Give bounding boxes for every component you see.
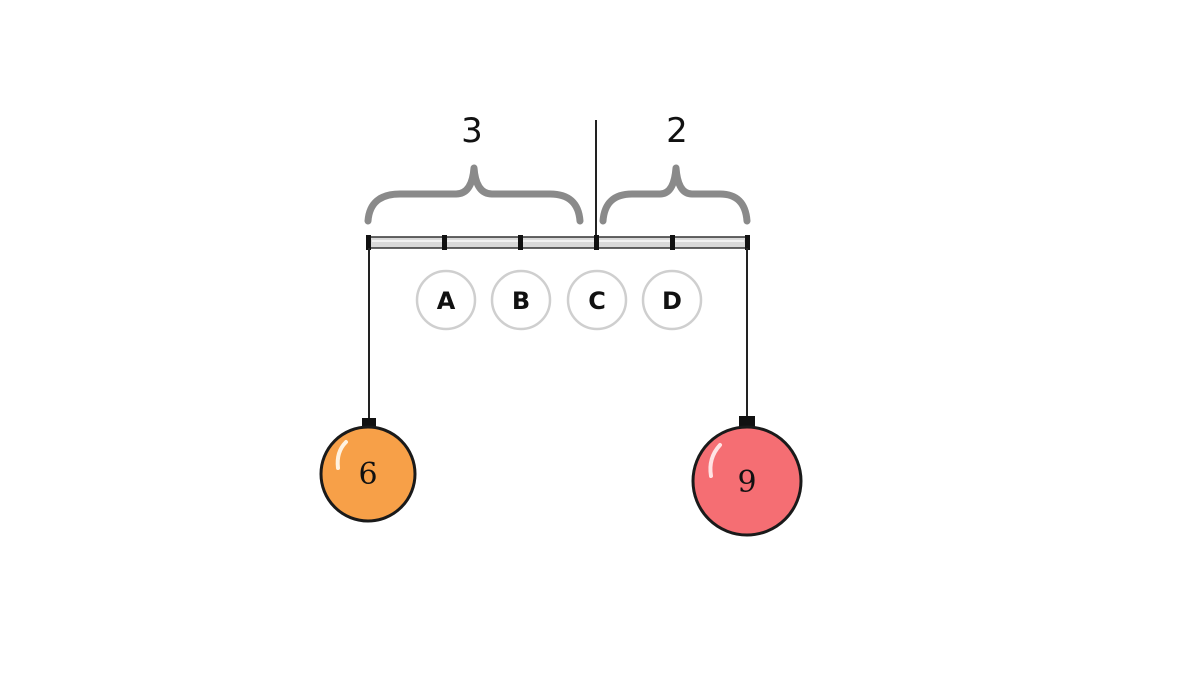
beam-tick-right-end — [745, 235, 750, 250]
beam — [367, 236, 749, 249]
beam-tick-c — [594, 235, 599, 250]
right-weight-label: 9 — [737, 465, 756, 500]
right-distance-brace — [599, 164, 751, 225]
left-distance-label: 3 — [461, 111, 483, 151]
right-distance-label: 2 — [666, 111, 688, 151]
left-weight-ball — [319, 425, 417, 523]
hook-point-d[interactable]: D — [641, 269, 703, 331]
beam-tick-left-end — [366, 235, 371, 250]
beam-tick-b — [518, 235, 523, 250]
left-weight-cap — [362, 418, 376, 428]
right-weight-cap — [739, 416, 755, 428]
hook-point-b-label: B — [512, 287, 530, 315]
left-distance-brace — [364, 164, 584, 225]
right-weight-shine-icon — [708, 443, 722, 478]
left-weight: 6 — [319, 248, 417, 523]
hook-point-b[interactable]: B — [490, 269, 552, 331]
left-weight-shine-icon — [335, 440, 348, 470]
right-weight-ball — [691, 425, 803, 537]
beam-tick-a — [442, 235, 447, 250]
hook-point-c-label: C — [588, 287, 606, 315]
hook-point-a-label: A — [437, 287, 456, 315]
beam-tick-d — [670, 235, 675, 250]
hook-point-d-label: D — [662, 287, 682, 315]
hook-point-c[interactable]: C — [566, 269, 628, 331]
hook-point-a[interactable]: A — [415, 269, 477, 331]
right-weight: 9 — [691, 248, 803, 537]
left-weight-label: 6 — [358, 457, 377, 492]
